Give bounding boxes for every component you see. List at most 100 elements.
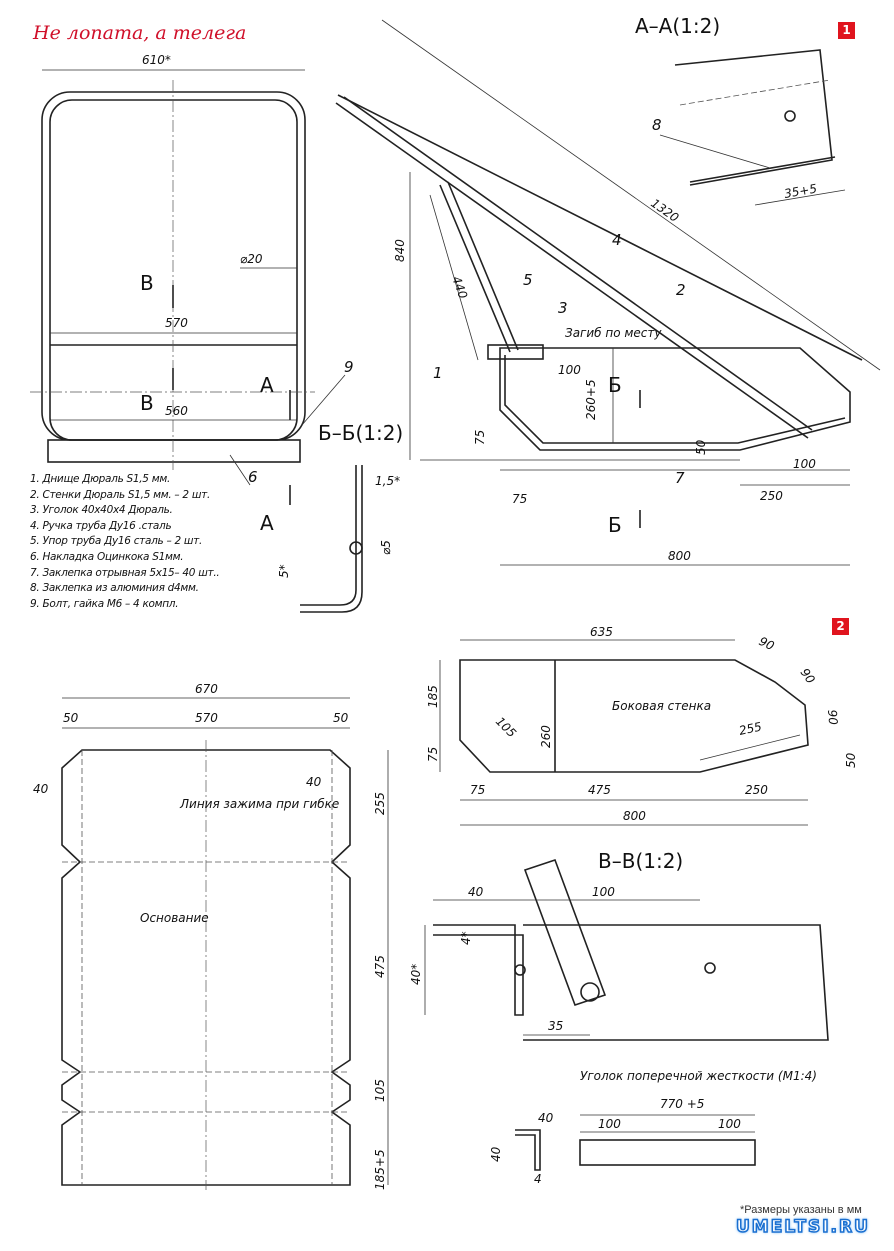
site-logo: UMELTSI.RU	[735, 1216, 870, 1238]
dim-label: 35	[548, 1019, 563, 1033]
dim-label: 570	[165, 316, 188, 330]
section-mark: Б	[608, 373, 622, 397]
dim-label: 800	[668, 549, 691, 563]
dim-label: 560	[165, 404, 188, 418]
dim-label: 90	[825, 709, 840, 726]
part-callout: 6	[248, 468, 258, 486]
parts-list: 1. Днище Дюраль S1,5 мм. 2. Стенки Дюрал…	[30, 472, 220, 612]
part-callout: 8	[652, 116, 662, 134]
base-pattern: 670 50 570 50 40 40 Линия зажима при гиб…	[33, 682, 389, 1190]
dim-label: 255	[373, 792, 387, 815]
dim-label: 40	[33, 782, 49, 796]
dim-label: 260+5	[584, 379, 598, 420]
dim-label: 475	[588, 783, 611, 797]
side-wall-caption: Боковая стенка	[612, 699, 711, 713]
dim-label: 40	[468, 885, 484, 899]
dim-label: 4*	[459, 931, 473, 945]
section-title: А–А(1:2)	[635, 14, 720, 38]
top-view: 610* ⌀20 570 560 В В А А 9 6	[30, 53, 354, 535]
section-title: В–В(1:2)	[598, 849, 683, 873]
dim-label: 75	[470, 783, 485, 797]
section-mark: А	[260, 511, 274, 535]
part-callout: 5	[523, 271, 533, 289]
dim-label: 840	[393, 239, 407, 262]
side-view: 840 440 1320 4 5 3 2 1 Загиб по месту 10…	[335, 19, 881, 566]
parts-list-item: 7. Заклепка отрывная 5х15– 40 шт..	[30, 566, 220, 579]
parts-list-item: 9. Болт, гайка М6 – 4 компл.	[30, 597, 179, 610]
dim-label: 250	[745, 783, 768, 797]
dim-label: 4	[534, 1172, 542, 1186]
dim-label: 610*	[142, 53, 171, 67]
drawing-title: Не лопата, а телега	[32, 22, 246, 44]
units-note: *Размеры указаны в мм	[740, 1204, 862, 1216]
dim-label: 635	[590, 625, 613, 639]
dim-label: 50	[333, 711, 349, 725]
section-mark: А	[260, 373, 274, 397]
dim-label: 1,5*	[375, 474, 400, 488]
angle-caption: Уголок поперечной жесткости (М1:4)	[580, 1069, 817, 1083]
dim-label: 250	[760, 489, 783, 503]
parts-list-item: 5. Упор труба Ду16 сталь – 2 шт.	[30, 535, 203, 548]
dim-label: 800	[623, 809, 646, 823]
dim-label: 440	[449, 274, 470, 301]
dim-label: 105	[493, 714, 519, 740]
dim-label: 570	[195, 711, 218, 725]
part-callout: 2	[676, 281, 686, 299]
dim-label: 40	[538, 1111, 554, 1125]
dim-label: 40	[306, 775, 322, 789]
dim-label: 35+5	[783, 181, 818, 201]
section-bb: Б–Б(1:2) 1,5* ⌀5 5*	[277, 421, 403, 613]
dim-label: 1320	[648, 196, 681, 225]
parts-list-item: 4. Ручка труба Ду16 .сталь	[30, 519, 172, 532]
part-callout: 7	[675, 469, 685, 487]
dim-label: 40*	[409, 964, 423, 985]
base-caption: Основание	[140, 911, 209, 925]
bend-line-label: Линия зажима при гибке	[179, 797, 339, 811]
parts-list-item: 6. Накладка Оцинкока S1мм.	[30, 550, 184, 563]
dim-label: 185+5	[373, 1149, 387, 1190]
dim-label: 5*	[277, 564, 291, 578]
section-title: Б–Б(1:2)	[318, 421, 403, 445]
bend-note: Загиб по месту	[565, 326, 662, 340]
part-callout: 3	[558, 299, 568, 317]
section-mark: Б	[608, 513, 622, 537]
part-callout: 9	[344, 358, 354, 376]
parts-list-item: 8. Заклепка из алюминия d4мм.	[30, 582, 199, 595]
dim-label: ⌀20	[240, 252, 263, 266]
dim-label: 100	[718, 1117, 741, 1131]
section-mark: В	[140, 391, 154, 415]
dim-label: ⌀5	[379, 540, 393, 555]
dim-label: 100	[598, 1117, 621, 1131]
section-mark: В	[140, 271, 154, 295]
dim-label: 670	[195, 682, 218, 696]
parts-list-item: 3. Уголок 40х40х4 Дюраль.	[30, 504, 173, 517]
part-callout: 4	[612, 231, 622, 249]
dim-label: 90	[798, 666, 818, 687]
dim-label: 75	[473, 430, 487, 445]
sheet-badge-2: 2	[832, 618, 849, 635]
side-wall-pattern: Боковая стенка 635 90 90 90 185 260 105 …	[426, 625, 858, 826]
dim-label: 100	[592, 885, 615, 899]
dim-label: 105	[373, 1079, 387, 1102]
dim-label: 260	[539, 725, 553, 748]
dim-label: 75	[512, 492, 527, 506]
dim-label: 255	[738, 719, 763, 737]
dim-label: 100	[793, 457, 816, 471]
dim-label: 90	[757, 634, 777, 653]
part-callout: 1	[433, 364, 443, 382]
dim-label: 50	[694, 439, 708, 455]
parts-list-item: 2. Стенки Дюраль S1,5 мм. – 2 шт.	[30, 488, 210, 501]
sheet-badge-1: 1	[838, 22, 855, 39]
section-aa: А–А(1:2) 8 35+5	[635, 14, 846, 206]
dim-label: 50	[844, 752, 858, 768]
dim-label: 185	[426, 685, 440, 708]
parts-list-item: 1. Днище Дюраль S1,5 мм.	[30, 473, 170, 485]
dim-label: 40	[489, 1146, 503, 1162]
dim-label: 50	[63, 711, 79, 725]
dim-label: 770 +5	[660, 1097, 704, 1111]
angle-part: Уголок поперечной жесткости (М1:4) 770 +…	[489, 1069, 817, 1186]
section-vv: В–В(1:2) 40 100 4* 40* 35	[409, 849, 829, 1041]
dim-label: 75	[426, 747, 440, 762]
dim-label: 100	[558, 363, 581, 377]
